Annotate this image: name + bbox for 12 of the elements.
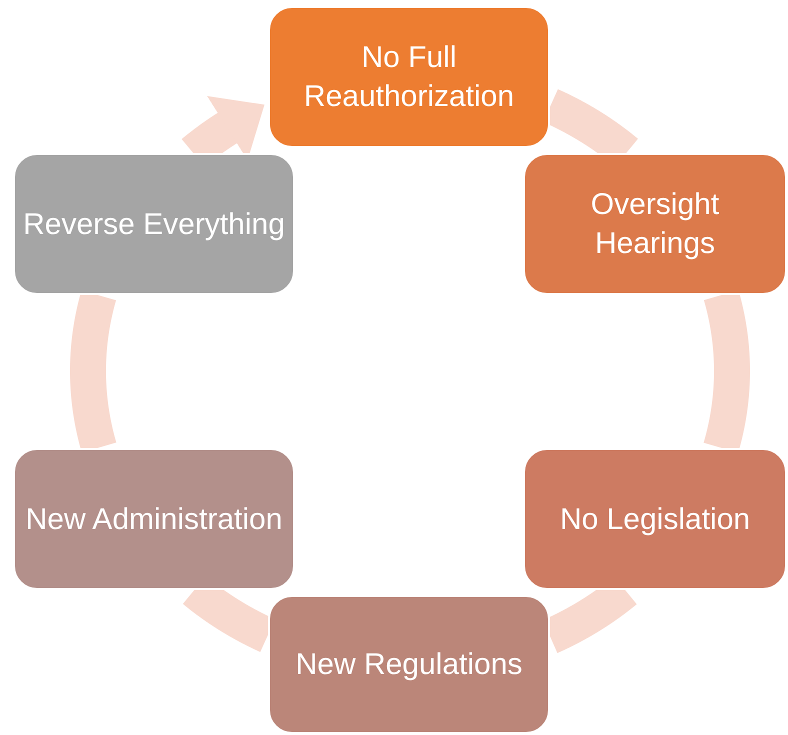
stage-label: New Administration <box>26 502 282 538</box>
stage-box <box>268 6 550 148</box>
stage-label: No Full Reauthorization <box>302 40 516 115</box>
stage-box <box>523 153 787 295</box>
stage-box <box>13 153 295 295</box>
stage-label: Oversight Hearings <box>590 187 720 262</box>
stage-box <box>13 448 295 590</box>
stage-label: Reverse Everything <box>23 206 285 242</box>
stage-box <box>523 448 787 590</box>
stage-label: New Regulations <box>296 647 522 683</box>
stage-box <box>268 595 550 734</box>
stage-label: No Legislation <box>560 502 750 538</box>
